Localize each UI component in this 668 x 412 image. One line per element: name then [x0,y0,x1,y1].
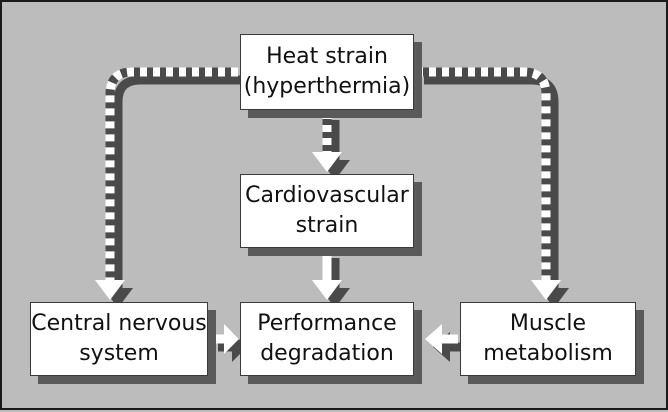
cardiovascular-label-line2: strain [295,213,359,238]
heat-strain-cns-arrow [105,67,238,280]
heat-strain-muscle-arrow-shadow [424,75,559,288]
cardiovascular-label-line1: Cardiovascular [245,183,409,208]
muscle-metabolism-box: Muscle metabolism [460,302,636,376]
heat-strain-label-line1: Heat strain [266,44,388,69]
central-nervous-system-box: Central nervous system [30,302,208,376]
cns-label-line1: Central nervous [31,311,207,336]
cardiovascular-strain-box: Cardiovascular strain [240,174,414,248]
heat-strain-cns-arrow-base [105,67,238,280]
performance-degradation-box: Performance degradation [240,302,414,376]
heat-strain-box: Heat strain (hyperthermia) [240,34,414,110]
heat-strain-muscle-arrow-base [416,67,551,280]
heat-strain-muscle-arrow [416,67,551,280]
heat-strain-cardiovascular-arrow-head [312,152,342,172]
cardiovascular-performance-arrow-head [312,280,342,300]
cns-performance-arrow-head [224,324,239,354]
muscle-label-line1: Muscle [509,311,587,336]
performance-label-line2: degradation [260,341,394,366]
muscle-performance-arrow-head [425,324,442,354]
performance-label-line1: Performance [257,311,397,336]
heat-strain-cns-arrow-shadow [113,75,246,288]
heat-strain-muscle-arrow-head [531,280,561,300]
heat-strain-label-line2: (hyperthermia) [243,74,411,99]
muscle-label-line2: metabolism [483,341,613,366]
cns-label-line2: system [79,341,159,366]
heat-strain-cns-arrow-head [95,280,125,300]
